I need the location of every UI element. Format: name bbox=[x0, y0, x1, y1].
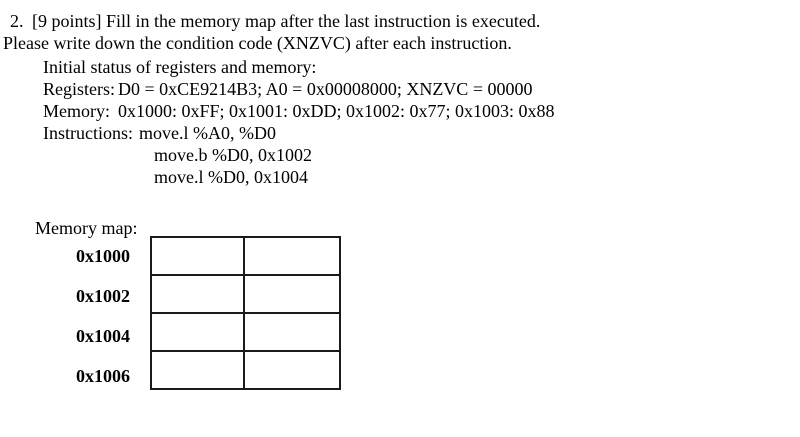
memory-cell-0x1006-left[interactable] bbox=[150, 350, 245, 390]
table-row bbox=[150, 274, 341, 314]
address-label-0x1000: 0x1000 bbox=[76, 246, 130, 266]
address-label-0x1004: 0x1004 bbox=[76, 326, 130, 346]
instruction-line-2: move.b %D0, 0x1002 bbox=[154, 145, 312, 165]
memory-label: Memory: bbox=[43, 101, 110, 121]
memory-map-table bbox=[150, 236, 341, 390]
memory-row: Memory: 0x1000: 0xFF; 0x1001: 0xDD; 0x10… bbox=[43, 100, 555, 122]
question-line-1: 2. [9 points] Fill in the memory map afte… bbox=[10, 10, 540, 32]
memory-value: 0x1000: 0xFF; 0x1001: 0xDD; 0x1002: 0x77… bbox=[118, 101, 555, 121]
table-row bbox=[150, 312, 341, 352]
question-line-2: Please write down the condition code (XN… bbox=[3, 33, 512, 53]
memory-cell-0x1000-right[interactable] bbox=[243, 236, 341, 276]
question-text: [9 points] Fill in the memory map after … bbox=[32, 11, 541, 31]
initial-status-heading: Initial status of registers and memory: bbox=[43, 57, 317, 77]
instructions-label: Instructions: bbox=[43, 123, 133, 143]
registers-value: D0 = 0xCE9214B3; A0 = 0x00008000; XNZVC … bbox=[118, 79, 533, 99]
table-row bbox=[150, 350, 341, 390]
registers-row: Registers: D0 = 0xCE9214B3; A0 = 0x00008… bbox=[43, 78, 532, 100]
memory-map-title: Memory map: bbox=[35, 218, 138, 238]
memory-cell-0x1004-right[interactable] bbox=[243, 312, 341, 352]
memory-cell-0x1004-left[interactable] bbox=[150, 312, 245, 352]
memory-cell-0x1000-left[interactable] bbox=[150, 236, 245, 276]
address-label-0x1002: 0x1002 bbox=[76, 286, 130, 306]
table-row bbox=[150, 236, 341, 276]
registers-label: Registers: bbox=[43, 79, 115, 99]
address-label-0x1006: 0x1006 bbox=[76, 366, 130, 386]
instruction-line-1: move.l %A0, %D0 bbox=[139, 123, 276, 143]
question-number: 2. bbox=[10, 11, 24, 31]
instruction-line-3: move.l %D0, 0x1004 bbox=[154, 167, 308, 187]
memory-cell-0x1002-right[interactable] bbox=[243, 274, 341, 314]
memory-cell-0x1006-right[interactable] bbox=[243, 350, 341, 390]
memory-cell-0x1002-left[interactable] bbox=[150, 274, 245, 314]
